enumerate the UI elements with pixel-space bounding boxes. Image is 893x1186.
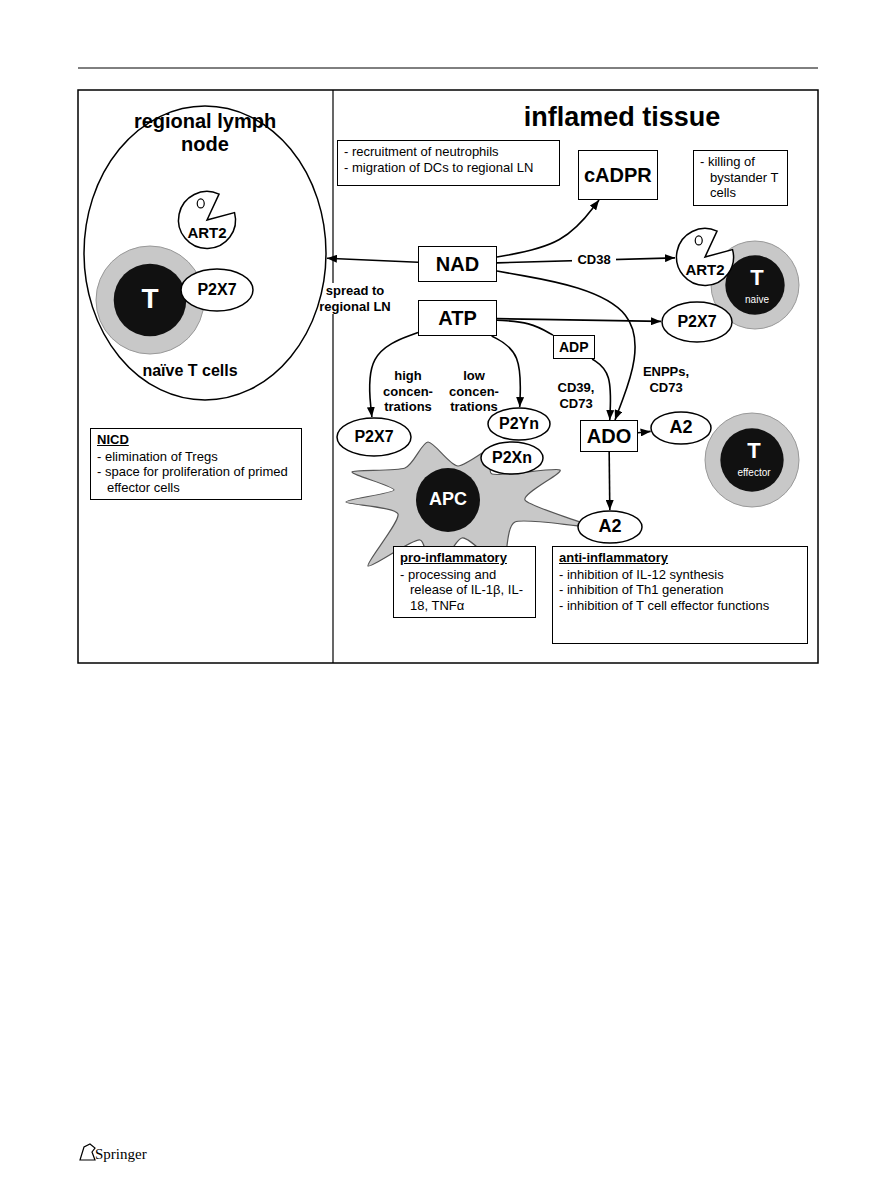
shape-label: regional lymph node bbox=[130, 110, 280, 156]
edge-label: high concen-trations bbox=[379, 368, 437, 415]
ellipse-outline bbox=[651, 412, 711, 444]
enzyme-eye bbox=[695, 236, 702, 245]
note-box: - recruitment of neutrophils- migration … bbox=[337, 140, 560, 186]
connector bbox=[608, 452, 610, 510]
panel-divider bbox=[332, 90, 333, 663]
shape-label: P2Yn bbox=[499, 414, 539, 433]
box-label: cADPR bbox=[584, 163, 652, 187]
box-label: ATP bbox=[438, 306, 477, 330]
shape-label: A2 bbox=[669, 417, 692, 439]
receptor: P2X7 bbox=[336, 417, 412, 457]
metabolite-box: NAD bbox=[418, 246, 497, 282]
enzyme-eye bbox=[197, 199, 204, 208]
connector bbox=[497, 319, 661, 322]
metabolite-box: ADP bbox=[553, 335, 595, 359]
shape-label: T bbox=[130, 283, 170, 315]
note-box: - killing of bystander T cells bbox=[693, 150, 788, 206]
connector bbox=[497, 271, 635, 420]
publisher-name: Springer bbox=[95, 1146, 185, 1163]
cell-body bbox=[705, 413, 799, 507]
shape-label: ART2 bbox=[181, 224, 233, 241]
art2-enzyme: ART2 bbox=[177, 190, 237, 250]
cell-nucleus bbox=[725, 255, 784, 314]
connector bbox=[327, 258, 418, 262]
metabolite-box: ADO bbox=[580, 420, 638, 452]
box-label: ADP bbox=[559, 339, 589, 356]
ellipse-outline bbox=[181, 269, 253, 311]
box-label: NAD bbox=[436, 252, 479, 276]
receptor: A2 bbox=[577, 510, 643, 544]
shape-label: A2 bbox=[598, 516, 621, 538]
publisher-logo bbox=[80, 1144, 95, 1160]
receptor: P2X7 bbox=[661, 301, 733, 343]
ellipse-outline bbox=[84, 106, 326, 400]
box-heading: pro-inflammatory bbox=[400, 550, 529, 566]
shape-label: P2X7 bbox=[197, 280, 236, 299]
shape-label: P2X7 bbox=[354, 427, 393, 446]
box-text: - migration of DCs to regional LN bbox=[344, 160, 553, 176]
shape-label: P2Xn bbox=[492, 448, 532, 467]
header-rule bbox=[78, 68, 818, 69]
ellipse-outline bbox=[662, 302, 732, 342]
apc-nucleus bbox=[416, 468, 480, 532]
edge-label: ENPPs, CD73 bbox=[637, 364, 695, 395]
ellipse-outline bbox=[481, 442, 543, 474]
frame-border bbox=[78, 90, 818, 663]
shape-sublabel: effector bbox=[727, 467, 781, 479]
enzyme-outline bbox=[179, 192, 236, 249]
shape-sublabel: naïve T cells bbox=[115, 362, 265, 380]
box-text: - recruitment of neutrophils bbox=[344, 144, 553, 160]
enzyme-outline bbox=[677, 229, 734, 286]
box-text: - space for proliferation of primed effe… bbox=[97, 464, 295, 495]
shape-label: ART2 bbox=[679, 261, 731, 278]
cell-nucleus bbox=[114, 264, 187, 337]
edge-label: CD38 bbox=[572, 252, 616, 268]
box-text: - processing and release of IL-1β, IL-18… bbox=[400, 567, 529, 614]
receptor: P2X7 bbox=[180, 268, 254, 312]
receptor: A2 bbox=[650, 411, 712, 445]
box-text: - elimination of Tregs bbox=[97, 449, 295, 465]
receptor: P2Xn bbox=[480, 441, 544, 475]
connector bbox=[638, 431, 651, 432]
shape-label: T bbox=[739, 438, 769, 463]
box-text: - inhibition of T cell effector function… bbox=[559, 598, 801, 614]
receptor: P2Yn bbox=[487, 407, 551, 441]
cell-nucleus bbox=[720, 428, 783, 491]
box-text: - inhibition of IL-12 synthesis bbox=[559, 567, 801, 583]
note-box: NICD- elimination of Tregs- space for pr… bbox=[90, 428, 302, 500]
ellipse-outline bbox=[488, 408, 550, 440]
connector bbox=[497, 320, 553, 335]
shape-label: P2X7 bbox=[677, 312, 716, 331]
art2-enzyme: ART2 bbox=[675, 227, 735, 287]
edge-label: CD39, CD73 bbox=[552, 380, 600, 411]
box-heading: anti-inflammatory bbox=[559, 550, 801, 566]
shape-label: T bbox=[742, 265, 772, 290]
ellipse-outline bbox=[337, 418, 411, 456]
t-cell: Teffector bbox=[704, 412, 800, 508]
lymph-node: regional lymph node naïve T cells T ART2P2X… bbox=[83, 105, 327, 401]
shape-label: APC bbox=[418, 489, 478, 510]
box-text: - inhibition of Th1 generation bbox=[559, 582, 801, 598]
ellipse-outline bbox=[578, 511, 642, 543]
metabolite-box: cADPR bbox=[578, 150, 658, 200]
box-heading: NICD bbox=[97, 432, 295, 448]
edge-label: low concen-trations bbox=[445, 368, 503, 415]
box-text: - killing of bystander T cells bbox=[700, 154, 781, 201]
metabolite-box: ATP bbox=[418, 300, 497, 336]
panel-heading: inflamed tissue bbox=[502, 102, 742, 133]
shape-sublabel: naive bbox=[735, 294, 779, 306]
connector bbox=[497, 200, 599, 257]
effect-box: anti-inflammatory- inhibition of IL-12 s… bbox=[552, 546, 808, 644]
box-label: ADO bbox=[587, 424, 631, 448]
effect-box: pro-inflammatory- processing and release… bbox=[393, 546, 536, 618]
